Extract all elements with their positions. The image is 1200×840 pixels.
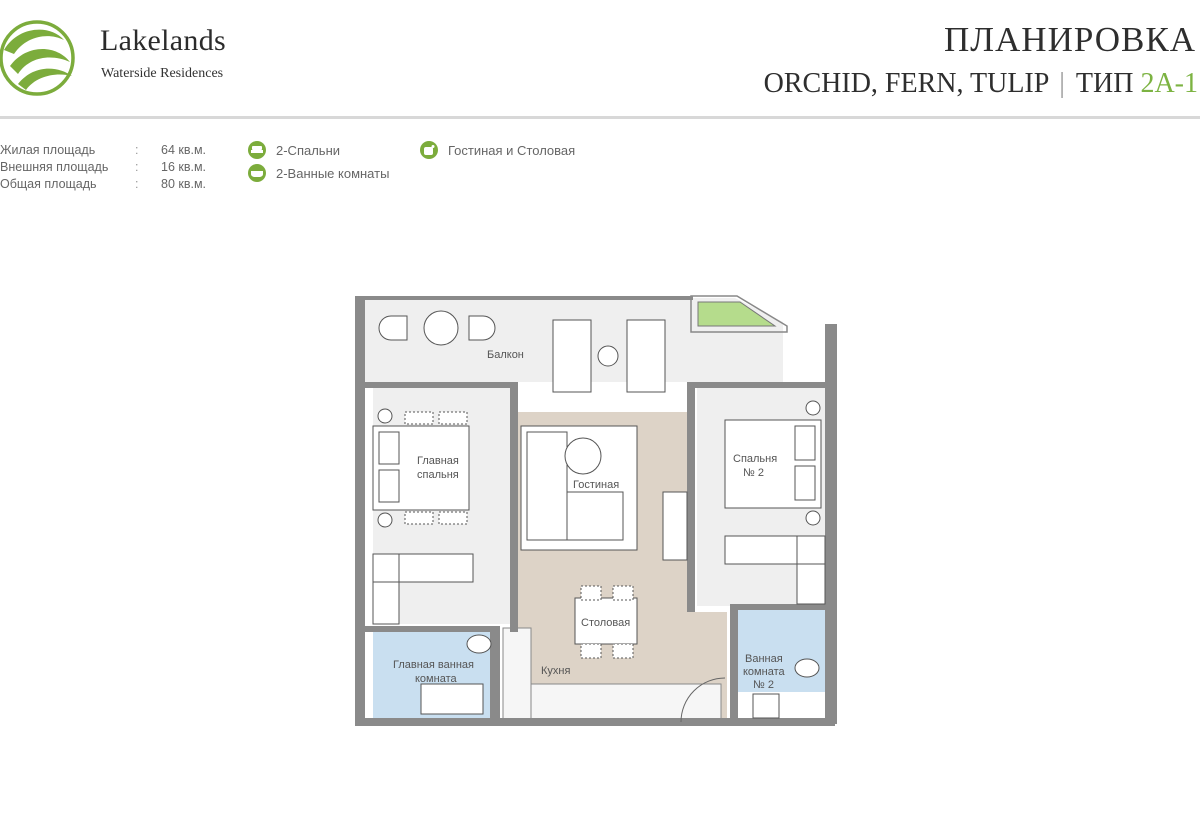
spec-colon: : xyxy=(135,160,139,174)
bathtub-icon xyxy=(248,164,266,182)
spec-row-outdoor-area: Внешняя площадь : 16 кв.м. xyxy=(0,159,251,176)
bath-2-floor xyxy=(737,610,825,692)
area-specs: Жилая площадь : 64 кв.м. Внешняя площадь… xyxy=(0,142,251,193)
room-label-master-bath: Главная ванная xyxy=(393,659,474,671)
spec-colon: : xyxy=(135,143,139,157)
feature-label: 2-Спальни xyxy=(276,142,341,158)
spec-row-living-area: Жилая площадь : 64 кв.м. xyxy=(0,142,251,159)
spec-label: Жилая площадь xyxy=(0,143,96,157)
feature-label: 2-Ванные комнаты xyxy=(276,165,390,181)
type-label: ТИП xyxy=(1075,68,1134,99)
bed-icon xyxy=(248,141,266,159)
room-label-master-bedroom-2: спальня xyxy=(417,469,459,481)
spec-row-total-area: Общая площадь : 80 кв.м. xyxy=(0,176,251,193)
spec-value: 16 кв.м. xyxy=(161,160,207,174)
spec-value: 80 кв.м. xyxy=(161,177,207,191)
room-label-kitchen: Кухня xyxy=(541,665,570,677)
model-names: ORCHID, FERN, TULIP xyxy=(763,68,1049,99)
room-label-bedroom-2b: № 2 xyxy=(743,467,764,479)
brand-name: Lakelands xyxy=(100,24,226,57)
spec-colon: : xyxy=(135,177,139,191)
planter xyxy=(697,301,777,327)
room-label-bath-2b: комната xyxy=(743,666,785,678)
page-subtitle: ORCHID, FERN, TULIP | ТИП 2A-1 xyxy=(764,68,1198,100)
type-code: 2A-1 xyxy=(1140,68,1198,99)
feature-bedrooms: 2-Спальни xyxy=(248,141,340,159)
spec-label: Внешняя площадь xyxy=(0,160,109,174)
room-label-bedroom-2: Спальня xyxy=(733,453,777,465)
page-title: ПЛАНИРОВКА xyxy=(944,20,1196,59)
feature-label: Гостиная и Столовая xyxy=(448,142,576,158)
room-label-master-bath-2: комната xyxy=(415,673,457,685)
brand-subtitle: Waterside Residences xyxy=(101,66,224,81)
room-label-dining: Столовая xyxy=(581,617,630,629)
lakelands-logo-icon xyxy=(0,20,75,96)
header-divider xyxy=(0,116,1200,119)
room-label-master-bedroom: Главная xyxy=(417,455,459,467)
feature-living-dining: Гостиная и Столовая xyxy=(420,141,575,159)
room-label-living: Гостиная xyxy=(573,479,619,491)
room-label-bath-2c: № 2 xyxy=(753,679,774,691)
spec-label: Общая площадь xyxy=(0,177,97,191)
floor-plan: Балкон Главная спальня Гостиная Столовая… xyxy=(355,295,837,726)
walls xyxy=(355,296,837,726)
title-separator: | xyxy=(1059,68,1065,99)
living-room-icon xyxy=(420,141,438,159)
room-label-bath-2: Ванная xyxy=(745,653,783,665)
spec-value: 64 кв.м. xyxy=(161,143,207,157)
feature-bathrooms: 2-Ванные комнаты xyxy=(248,164,389,182)
room-label-balcony: Балкон xyxy=(487,349,524,361)
